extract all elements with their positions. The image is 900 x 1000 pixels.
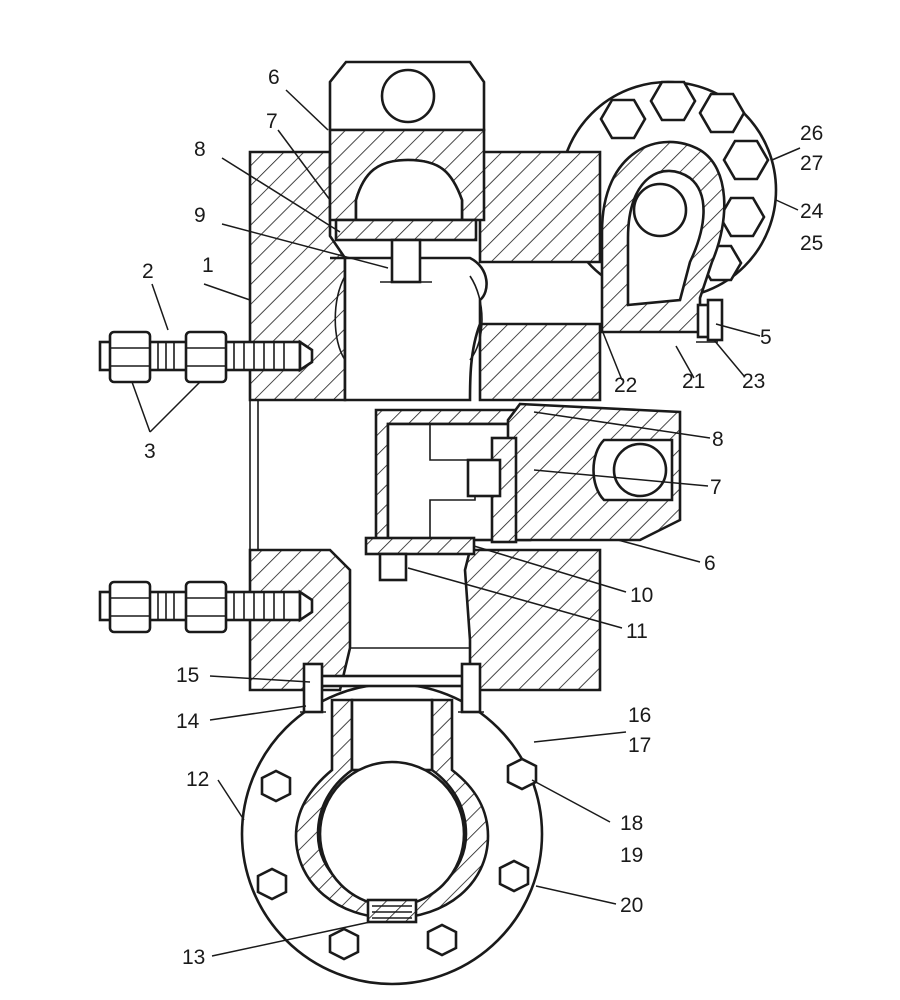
valve-body [248,150,602,692]
callout-labels: 1 2 3 6 7 8 9 26 27 24 25 5 22 21 23 8 7… [142,66,824,969]
top-valve-cage [328,60,486,284]
callout-16: 16 [628,704,651,727]
callout-7-top: 7 [266,110,278,133]
callout-18: 18 [620,812,643,835]
callout-1: 1 [202,254,214,277]
callout-6-side: 6 [704,552,716,575]
callout-2: 2 [142,260,154,283]
callout-20: 20 [620,894,643,917]
side-valve-cage [364,402,682,582]
right-bolt-flange [558,80,778,343]
valve-stud-top [390,238,422,284]
callout-3: 3 [144,440,156,463]
callout-24: 24 [800,200,824,223]
callout-14: 14 [176,710,200,733]
callout-22: 22 [614,374,637,397]
callout-12: 12 [186,768,209,791]
callout-8-side: 8 [712,428,724,451]
callout-5: 5 [760,326,772,349]
callout-21: 21 [682,370,705,393]
callout-7-side: 7 [710,476,722,499]
callout-17: 17 [628,734,651,757]
callout-27: 27 [800,152,823,175]
callout-6-top: 6 [268,66,280,89]
callout-11: 11 [626,620,648,643]
valve-stud-side [378,552,408,582]
callout-26: 26 [800,122,823,145]
callout-13: 13 [182,946,205,969]
stud-upper [98,330,314,384]
callout-15: 15 [176,664,199,687]
callout-8-top: 8 [194,138,206,161]
flange-bolt-hex [599,80,770,282]
callout-10: 10 [630,584,653,607]
stud-lower [98,580,314,634]
callout-19: 19 [620,844,643,867]
callout-9: 9 [194,204,206,227]
bottom-flange [240,662,544,986]
valve-plate-top [334,218,478,242]
leader-lines [131,89,801,957]
callout-25: 25 [800,232,823,255]
callout-23: 23 [742,370,765,393]
bottom-flange-bolts [256,757,538,961]
